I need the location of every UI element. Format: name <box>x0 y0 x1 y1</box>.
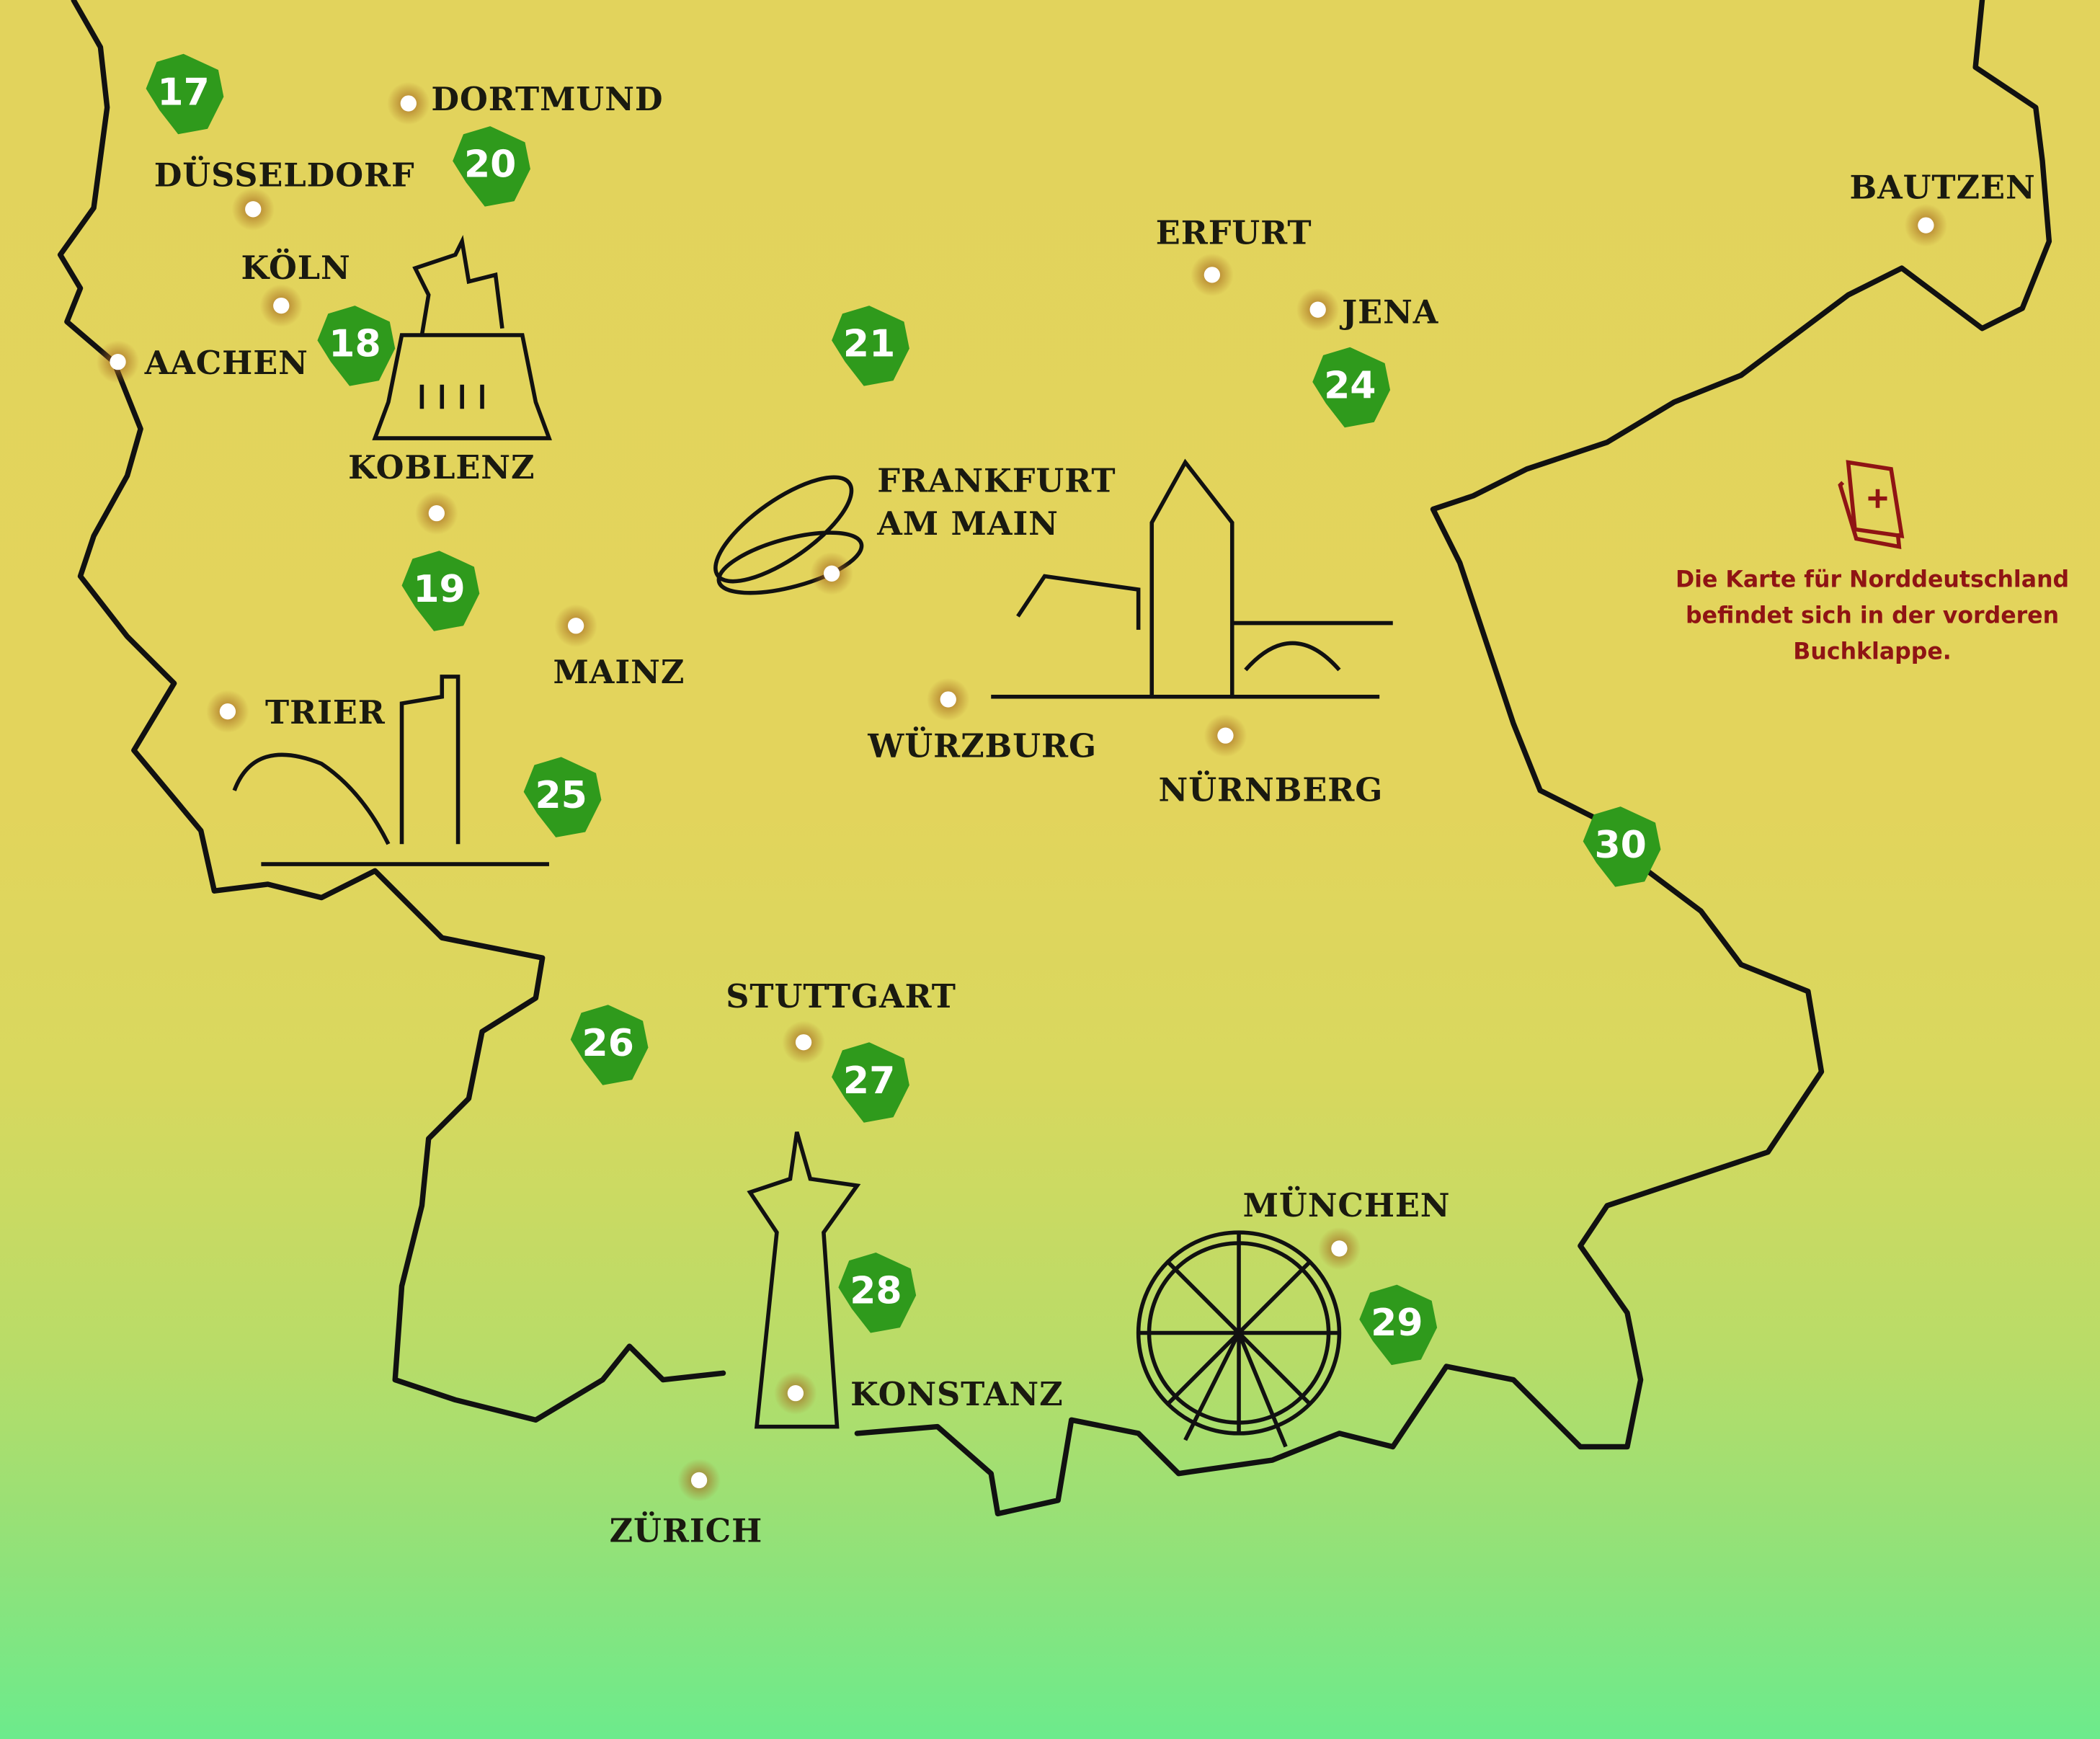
route-badge-25[interactable]: 25 <box>523 757 602 837</box>
city-koblenz[interactable]: KOBLENZ <box>348 448 535 535</box>
city-duesseldorf[interactable]: DÜSSELDORF <box>154 156 415 231</box>
ferris-wheel-illustration <box>1136 1230 1342 1448</box>
svg-text:29: 29 <box>1371 1302 1423 1345</box>
city-bautzen[interactable]: BAUTZEN <box>1849 168 2035 247</box>
city-label: MÜNCHEN <box>1243 1186 1451 1224</box>
svg-text:20: 20 <box>464 143 516 187</box>
city-label: NÜRNBERG <box>1159 770 1384 809</box>
svg-text:25: 25 <box>535 774 587 817</box>
route-badge-21[interactable]: 21 <box>832 306 909 386</box>
svg-text:17: 17 <box>157 71 209 114</box>
city-label: DORTMUND <box>431 80 663 118</box>
city-label: WÜRZBURG <box>867 726 1097 765</box>
route-badge-28[interactable]: 28 <box>838 1253 917 1333</box>
city-muenchen[interactable]: MÜNCHEN <box>1243 1186 1451 1271</box>
svg-text:27: 27 <box>843 1059 895 1103</box>
sausage-illustration <box>713 475 864 595</box>
city-erfurt[interactable]: ERFURT <box>1156 214 1312 297</box>
city-trier[interactable]: TRIER <box>206 690 386 733</box>
city-aachen[interactable]: AACHEN <box>96 340 308 383</box>
route-badge-29[interactable]: 29 <box>1359 1284 1438 1366</box>
city-label: ERFURT <box>1156 214 1312 252</box>
svg-text:24: 24 <box>1324 364 1376 407</box>
city-label: FRANKFURT <box>877 461 1116 499</box>
imperia-statue-illustration <box>747 1131 861 1429</box>
city-label: KOBLENZ <box>348 448 535 486</box>
svg-text:26: 26 <box>582 1022 634 1065</box>
route-badge-30[interactable]: 30 <box>1583 806 1661 887</box>
city-dortmund[interactable]: DORTMUND <box>387 80 663 125</box>
city-jena[interactable]: JENA <box>1296 288 1439 332</box>
note-line-3: Buchklappe. <box>1793 639 1952 665</box>
city-konstanz[interactable]: KONSTANZ <box>774 1371 1063 1415</box>
city-label: BAUTZEN <box>1849 168 2035 206</box>
city-zuerich[interactable]: ZÜRICH <box>610 1459 763 1549</box>
castle-tower-illustration <box>232 675 549 866</box>
city-wuerzburg[interactable]: WÜRZBURG <box>867 677 1097 765</box>
city-koeln[interactable]: KÖLN <box>241 248 351 327</box>
deutsches-eck-monument-illustration <box>372 234 552 440</box>
city-label: DÜSSELDORF <box>154 156 415 195</box>
svg-text:28: 28 <box>850 1270 902 1313</box>
city-label: TRIER <box>265 693 386 731</box>
city-label: JENA <box>1339 293 1439 331</box>
country-border <box>57 0 2052 1517</box>
city-label: AACHEN <box>144 344 308 382</box>
city-label: KONSTANZ <box>850 1375 1063 1413</box>
route-badge-17[interactable]: 17 <box>146 53 224 135</box>
city-label-line2: AM MAIN <box>876 504 1059 543</box>
city-mainz[interactable]: MAINZ <box>553 604 685 692</box>
city-frankfurt[interactable]: FRANKFURT AM MAIN <box>810 461 1116 595</box>
city-stuttgart[interactable]: STUTTGART <box>726 977 956 1064</box>
route-badge-24[interactable]: 24 <box>1312 347 1391 428</box>
route-badge-26[interactable]: 26 <box>570 1005 649 1085</box>
north-map-note: Die Karte für Norddeutschland befindet s… <box>1676 460 2069 665</box>
svg-text:19: 19 <box>413 568 465 611</box>
route-badge-19[interactable]: 19 <box>401 551 480 631</box>
svg-text:21: 21 <box>843 323 895 366</box>
svg-text:18: 18 <box>329 323 381 366</box>
route-badge-27[interactable]: 27 <box>832 1042 909 1123</box>
route-badge-18[interactable]: 18 <box>317 306 396 386</box>
city-label: MAINZ <box>553 653 685 691</box>
folded-map-compass-icon <box>1838 460 1905 550</box>
route-badge-20[interactable]: 20 <box>453 126 530 207</box>
city-label: STUTTGART <box>726 977 956 1015</box>
note-line-1: Die Karte für Norddeutschland <box>1676 566 2069 592</box>
note-line-2: befindet sich in der vorderen <box>1686 603 2059 629</box>
bamberg-town-hall-illustration <box>991 458 1393 699</box>
svg-text:30: 30 <box>1594 824 1646 867</box>
city-label: ZÜRICH <box>610 1511 763 1549</box>
city-label: KÖLN <box>241 248 351 287</box>
city-nuernberg[interactable]: NÜRNBERG <box>1159 713 1384 809</box>
